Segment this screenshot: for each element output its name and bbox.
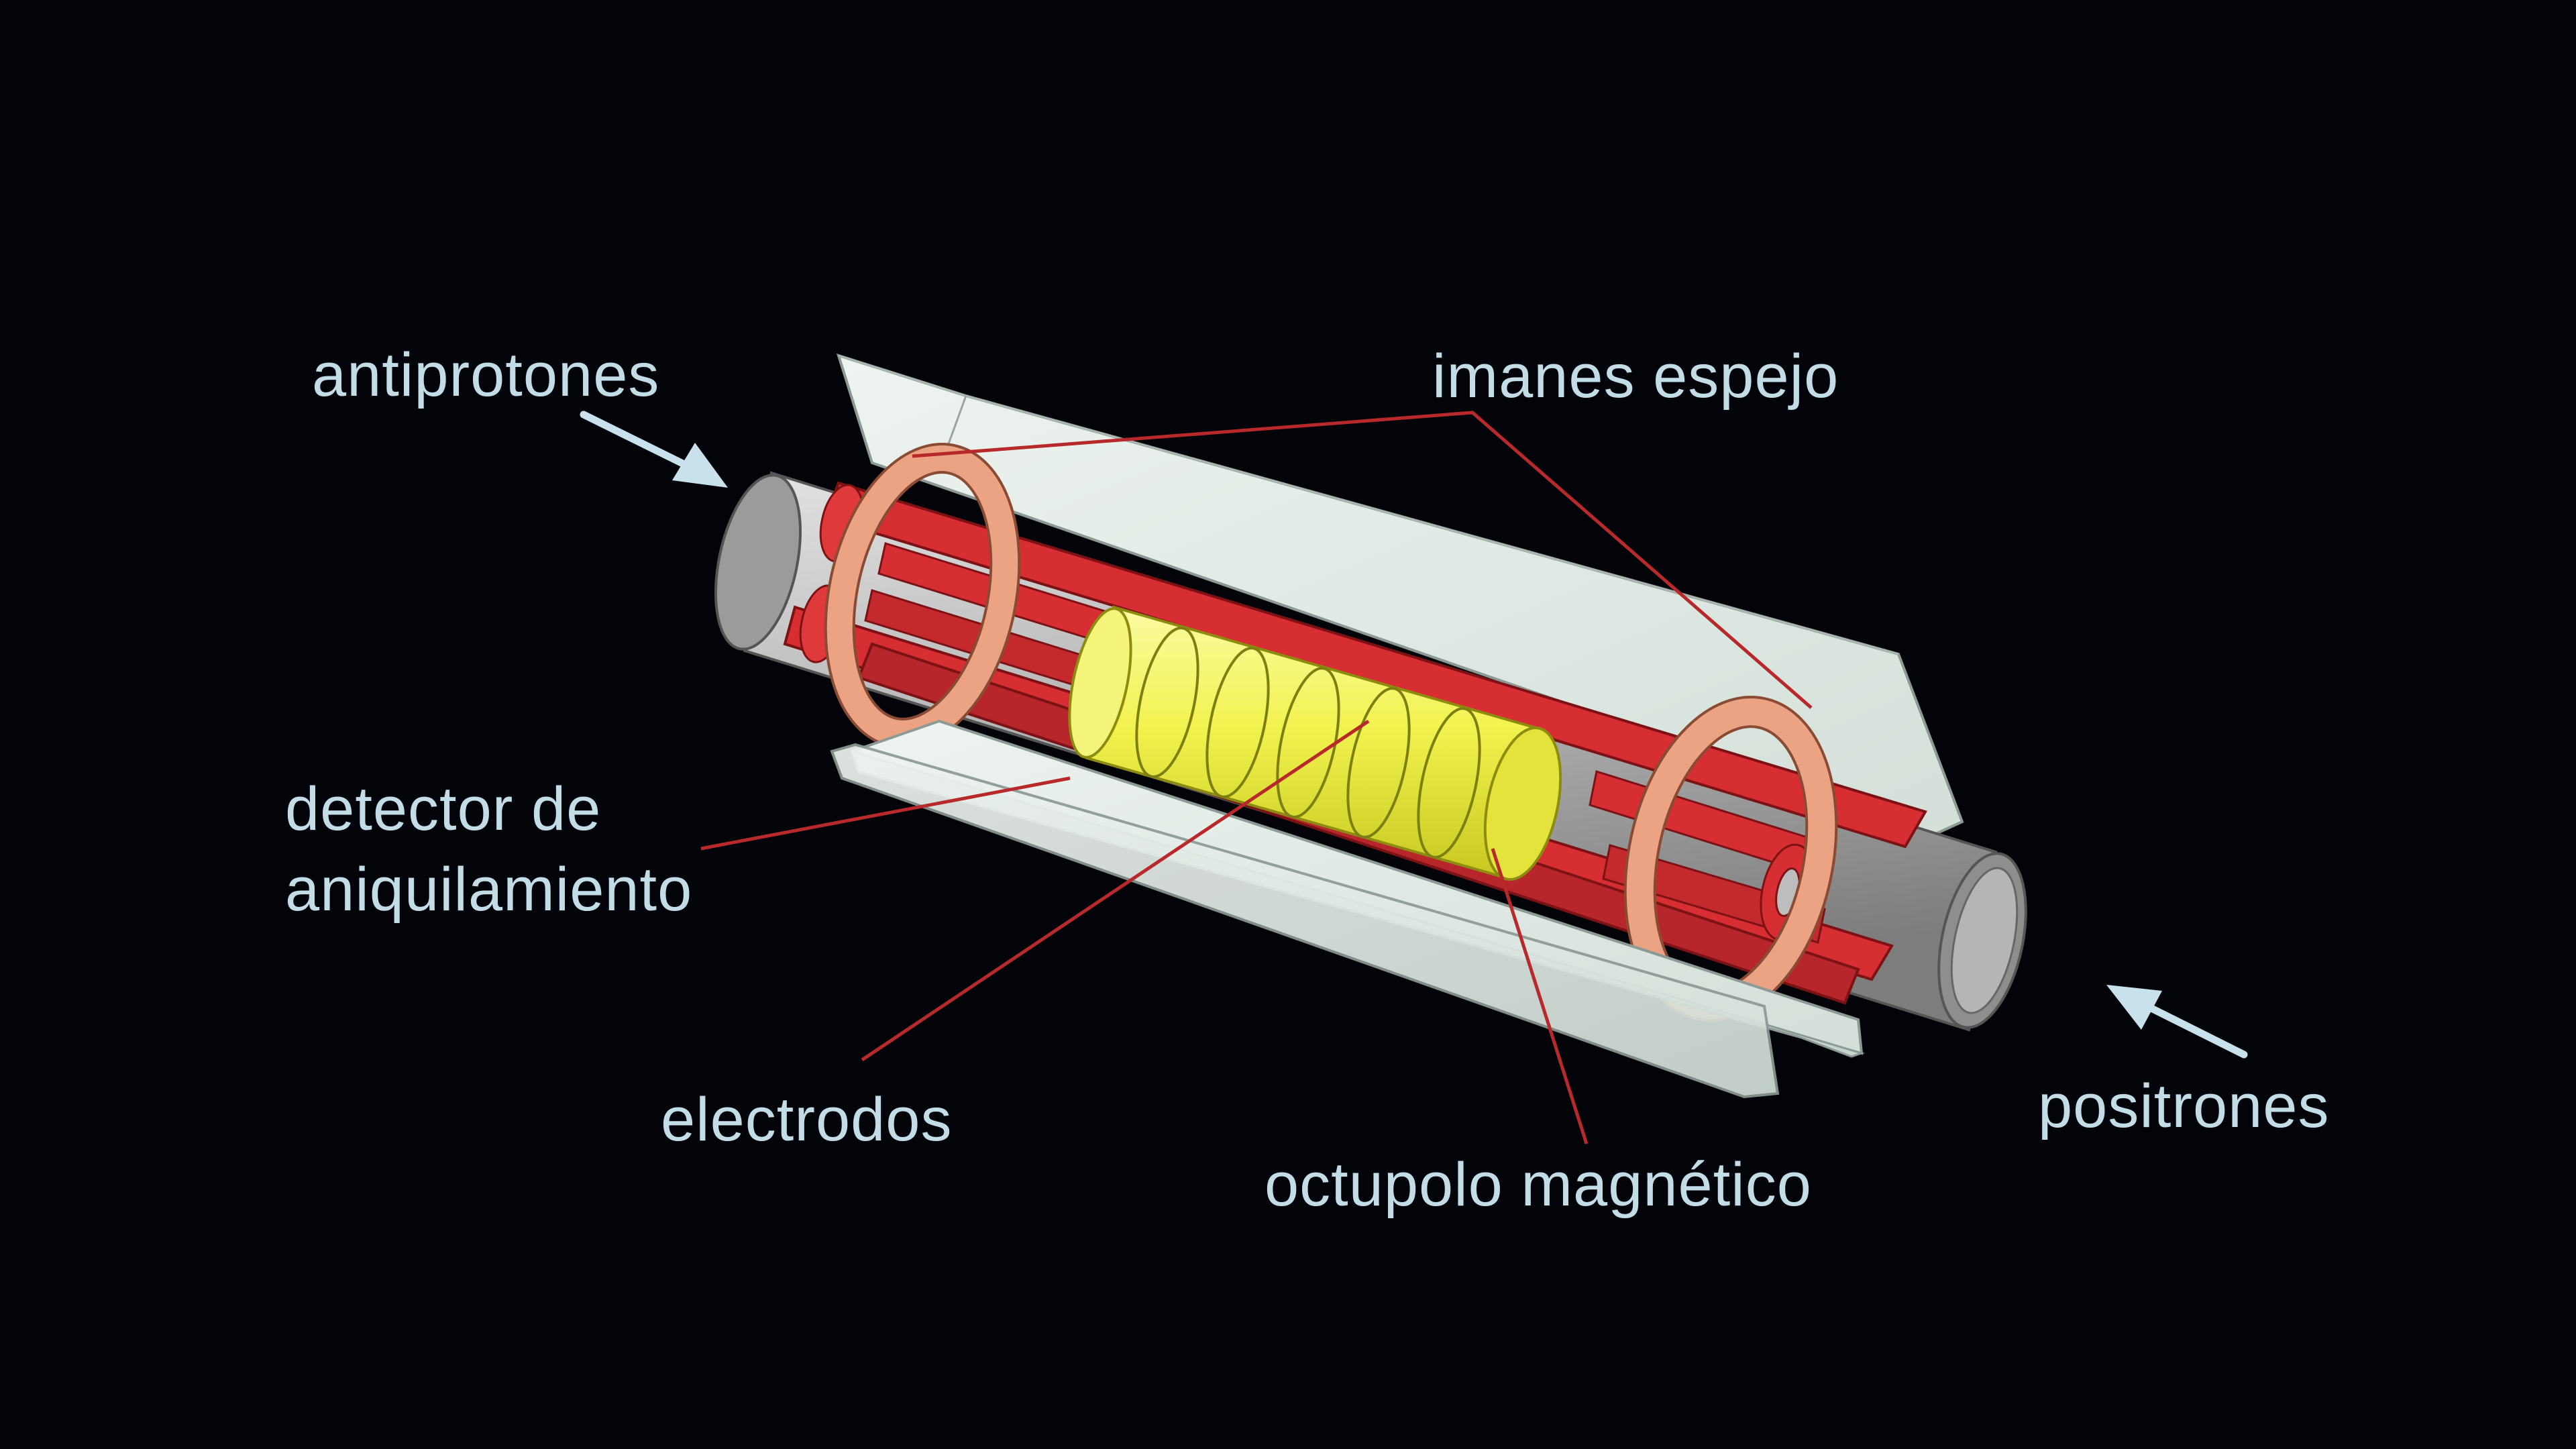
label-annihilation-detector-line1: detector de: [285, 775, 601, 843]
label-positrons: positrones: [2038, 1072, 2329, 1140]
mirror-magnet-left: [824, 443, 1021, 749]
label-mirror-magnets: imanes espejo: [1432, 342, 1839, 411]
leader-line-annihilation-detector: [700, 776, 1071, 851]
positrons-arrow: [2106, 985, 2248, 1059]
label-antiprotons: antiprotones: [312, 341, 659, 409]
annihilation-detector-front-panel: [830, 719, 1865, 1099]
leader-line-mirror-magnets: [912, 411, 1813, 709]
magnetic-octupole: [1068, 605, 1562, 881]
label-electrodes: electrodos: [661, 1085, 952, 1154]
antiprotons-arrow: [580, 411, 728, 488]
leader-line-electrodes: [861, 719, 1370, 1062]
label-magnetic-octupole: octupolo magnético: [1265, 1150, 1812, 1219]
leader-line-magnetic-octupole: [1491, 848, 1589, 1144]
leader-lines: [700, 411, 1813, 1144]
label-annihilation-detector-line2: aniquilamiento: [285, 855, 692, 924]
